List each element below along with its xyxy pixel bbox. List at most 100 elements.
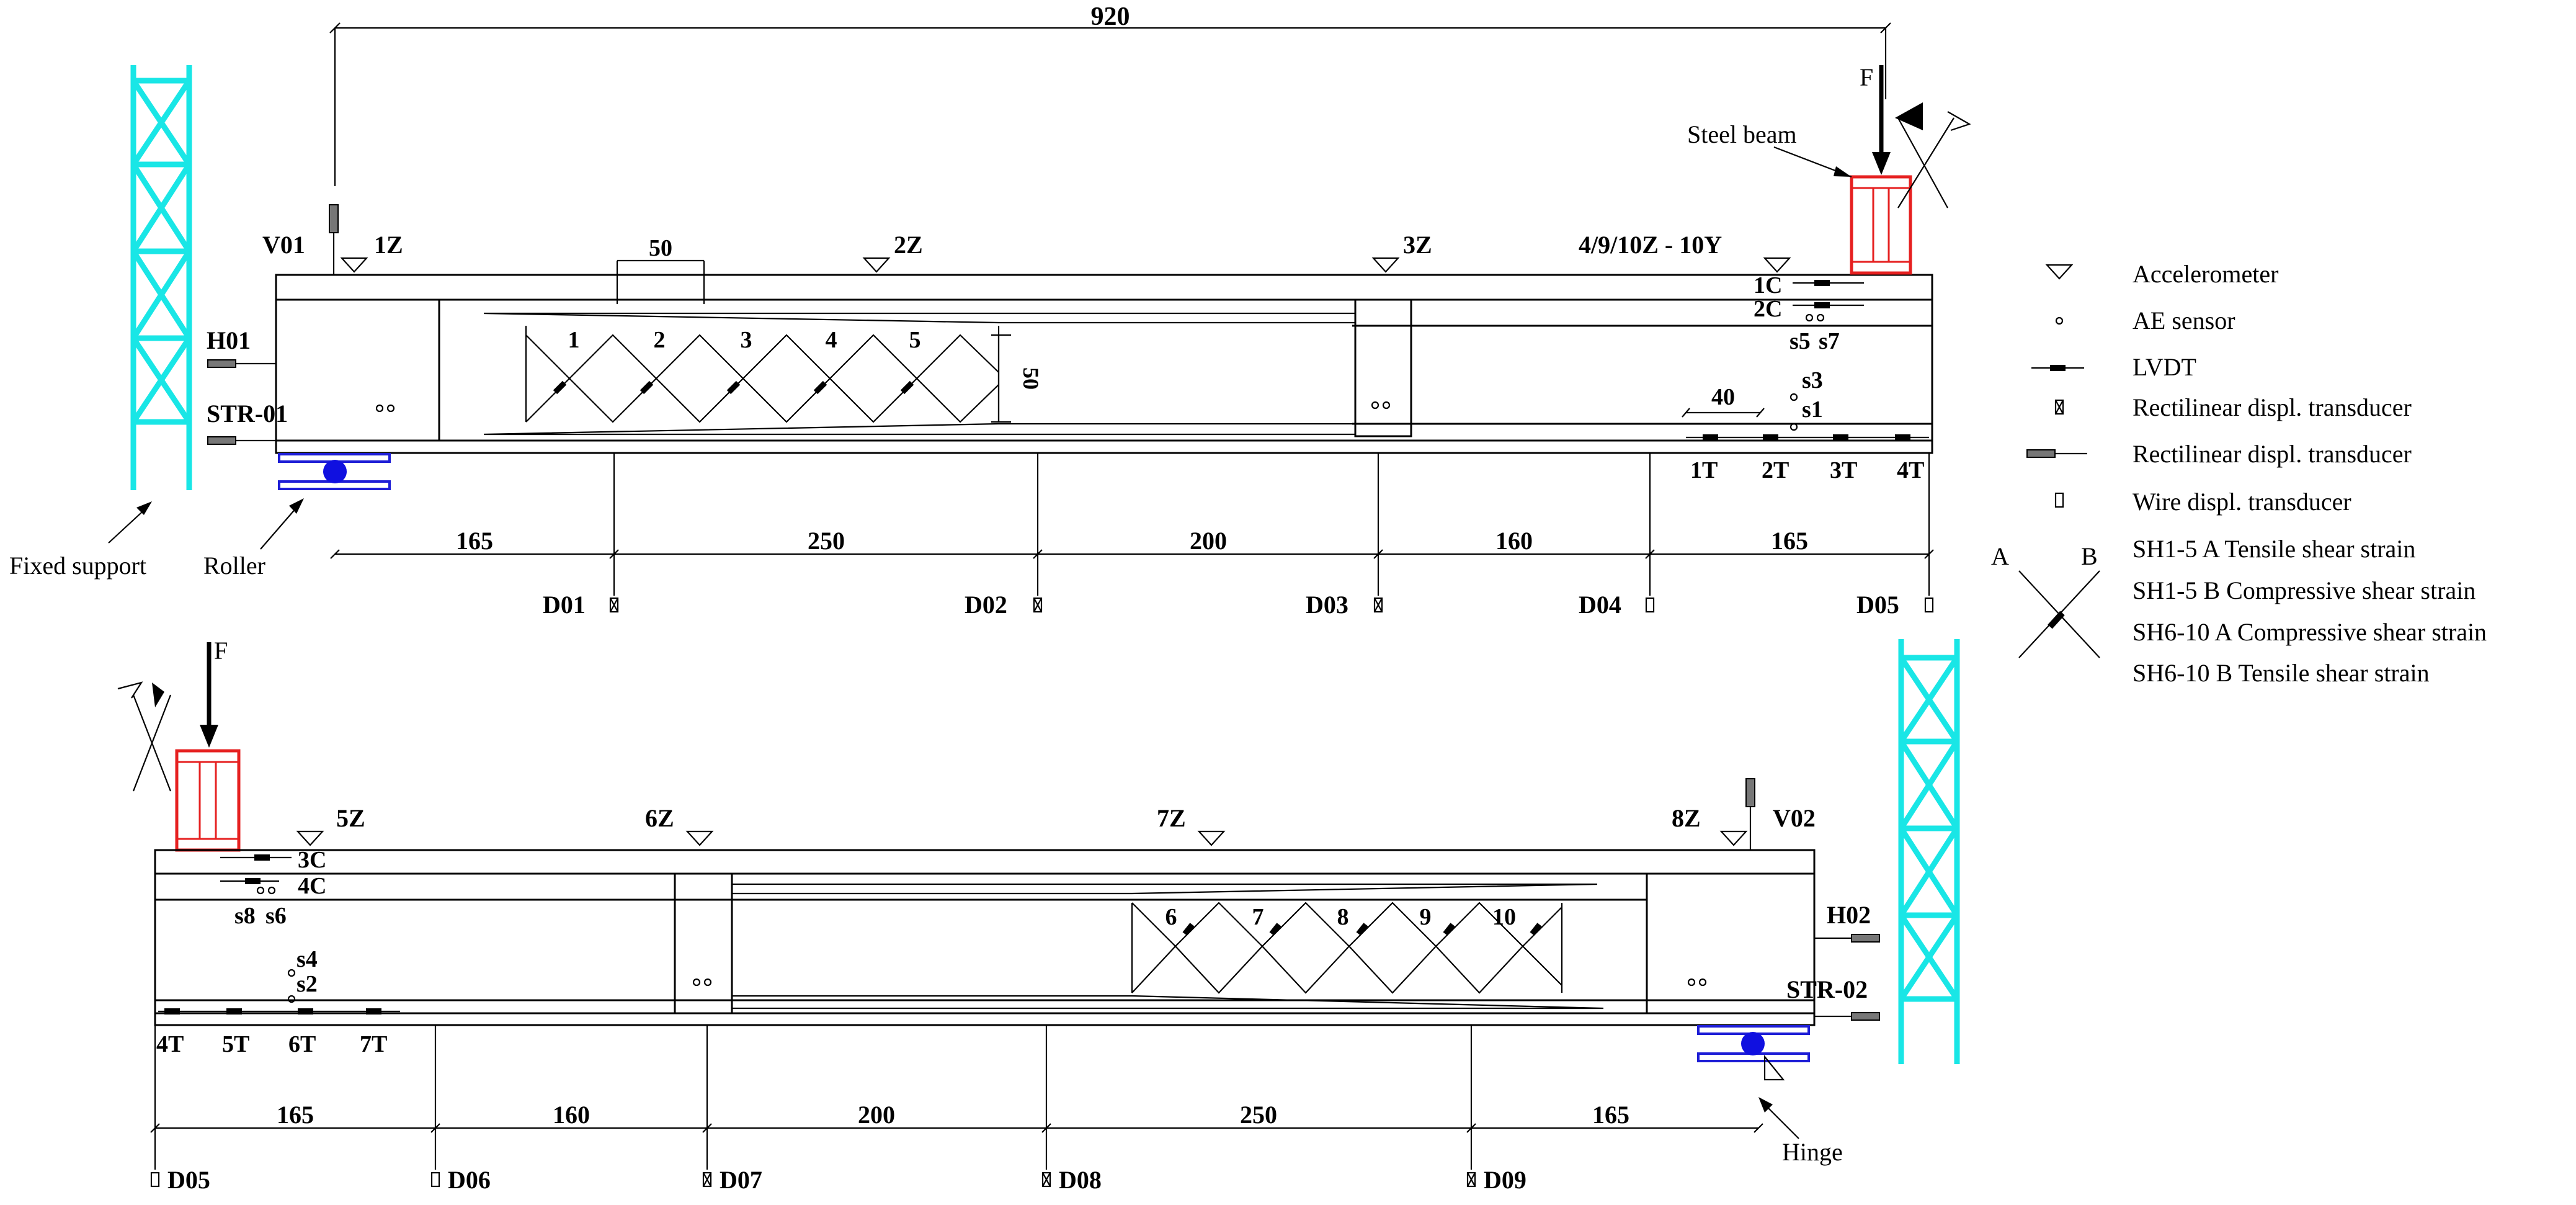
shear-gauge-9: 9 xyxy=(1420,904,1432,930)
legend-sh1-5b: SH1-5 B Compressive shear strain xyxy=(2133,576,2476,604)
bottom-accelerometers: 5Z 6Z 7Z 8Z xyxy=(296,804,1748,846)
svg-text:5T: 5T xyxy=(222,1031,249,1057)
acc-4z: 4/9/10Z - 10Y xyxy=(1579,231,1722,259)
shear-gauge-7: 7 xyxy=(1252,904,1264,930)
shear-gauge-8: 8 xyxy=(1337,904,1349,930)
d05-label-top: D05 xyxy=(1856,591,1899,619)
support-labels: Fixed support Roller xyxy=(9,498,304,580)
svg-text:160: 160 xyxy=(553,1101,590,1129)
acc-8z: 8Z xyxy=(1672,804,1701,832)
ae-s8: s8 xyxy=(234,903,256,929)
legend-sh1-5a: SH1-5 A Tensile shear strain xyxy=(2133,535,2415,563)
shear-gauge-3: 3 xyxy=(741,327,752,353)
bottom-elevation: F 6 7 8 9 10 xyxy=(117,637,1960,1194)
legend-sh6-10b: SH6-10 B Tensile shear strain xyxy=(2133,659,2430,687)
legend-ae-sensor: AE sensor xyxy=(2133,307,2235,334)
svg-text:250: 250 xyxy=(808,527,845,555)
shear-gauge-1: 1 xyxy=(568,327,580,353)
ae-s6: s6 xyxy=(265,903,287,929)
svg-text:4T: 4T xyxy=(1897,457,1924,483)
steel-beam-loading: F Steel beam xyxy=(1687,63,1971,275)
hinge-label: Hinge xyxy=(1782,1138,1843,1166)
str02-sensor: STR-02 xyxy=(1786,975,1880,1021)
svg-text:2C: 2C xyxy=(1754,296,1782,322)
lvdt-icon xyxy=(2031,365,2084,371)
steel-beam-label: Steel beam xyxy=(1687,120,1797,148)
svg-text:50: 50 xyxy=(649,235,672,261)
accelerometer-icon xyxy=(2045,264,2074,280)
acc-1z: 1Z xyxy=(374,231,403,259)
svg-text:2T: 2T xyxy=(1762,457,1789,483)
ae-s5: s5 xyxy=(1789,328,1811,354)
svg-text:V02: V02 xyxy=(1773,804,1816,832)
svg-text:165: 165 xyxy=(1771,527,1808,555)
load-f-top: F xyxy=(1860,63,1873,91)
rectilinear-transducer-icon xyxy=(2054,399,2064,415)
svg-text:40: 40 xyxy=(1711,384,1735,410)
svg-text:165: 165 xyxy=(1592,1101,1629,1129)
d09-label: D09 xyxy=(1484,1166,1526,1194)
legend-lvdt: LVDT xyxy=(2133,353,2196,381)
svg-text:H02: H02 xyxy=(1827,901,1871,929)
svg-text:3T: 3T xyxy=(1830,457,1857,483)
v02-sensor: V02 xyxy=(1745,778,1816,850)
ae-s4: s4 xyxy=(296,946,318,972)
svg-text:STR-01: STR-01 xyxy=(207,400,288,428)
load-f-bottom: F xyxy=(214,637,228,665)
top-span-dims: 165 250 200 160 165 xyxy=(330,453,1934,596)
shear-strain-icon: A B xyxy=(1991,542,2100,658)
svg-text:7T: 7T xyxy=(360,1031,387,1057)
svg-text:4T: 4T xyxy=(156,1031,184,1057)
d03-label: D03 xyxy=(1306,591,1348,619)
legend-rectilinear-2: Rectilinear displ. transducer xyxy=(2133,440,2412,468)
bottom-span-dims: 165 160 200 250 165 xyxy=(150,1025,1763,1170)
d02-label: D02 xyxy=(965,591,1007,619)
svg-text:1C: 1C xyxy=(1754,272,1782,298)
svg-text:STR-02: STR-02 xyxy=(1786,975,1868,1003)
h02-sensor: H02 xyxy=(1814,901,1880,943)
legend: Accelerometer AE sensor LVDT Rectilinear… xyxy=(1991,260,2487,687)
top-transducers: D01 D02 D03 D04 D05 xyxy=(543,591,1934,619)
legend-accelerometer: Accelerometer xyxy=(2133,260,2278,288)
svg-text:1T: 1T xyxy=(1690,457,1718,483)
svg-text:165: 165 xyxy=(277,1101,314,1129)
overall-dim-label: 920 xyxy=(1091,2,1130,31)
overall-dimension: 920 xyxy=(329,2,1891,186)
shear-gauges-1-5: 1 2 3 4 5 50 xyxy=(525,327,1043,423)
legend-rectilinear-1: Rectilinear displ. transducer xyxy=(2133,393,2412,421)
shear-gauges-6-10: 6 7 8 9 10 xyxy=(1131,902,1562,994)
svg-text:3C: 3C xyxy=(298,847,326,873)
svg-text:B: B xyxy=(2081,542,2098,570)
legend-sh6-10a: SH6-10 A Compressive shear strain xyxy=(2133,618,2487,646)
top-beam xyxy=(275,274,1933,454)
svg-text:4C: 4C xyxy=(298,873,326,899)
v01-label: V01 xyxy=(262,231,305,259)
wire-transducer-icon xyxy=(2054,492,2064,508)
svg-text:6T: 6T xyxy=(288,1031,316,1057)
ae-sensor-icon xyxy=(2055,316,2064,325)
acc-3z: 3Z xyxy=(1403,231,1432,259)
ae-s7: s7 xyxy=(1819,328,1840,354)
svg-text:250: 250 xyxy=(1240,1101,1277,1129)
panel-height-dim: 50 xyxy=(1018,367,1043,390)
roller-label: Roller xyxy=(203,552,265,580)
top-accelerometers: 1Z 2Z 3Z 4/9/10Z - 10Y xyxy=(340,231,1791,273)
svg-text:A: A xyxy=(1991,542,2009,570)
ae-s2: s2 xyxy=(296,971,318,997)
d06-label: D06 xyxy=(448,1166,491,1194)
shear-gauge-5: 5 xyxy=(909,327,921,353)
h01-sensor: H01 xyxy=(207,326,276,368)
svg-text:160: 160 xyxy=(1495,527,1533,555)
svg-text:H01: H01 xyxy=(207,326,251,354)
acc-2z: 2Z xyxy=(894,231,923,259)
bottom-left-instruments: 3C 4C s8 s6 s4 s2 4T 5T 6T 7T xyxy=(156,847,400,1057)
hinge-support xyxy=(1697,1025,1810,1081)
d05-label-bottom: D05 xyxy=(167,1166,210,1194)
acc-6z: 6Z xyxy=(645,804,674,832)
rectilinear-transducer-rod-icon xyxy=(2026,449,2087,458)
ae-s1: s1 xyxy=(1802,396,1823,423)
svg-text:200: 200 xyxy=(858,1101,895,1129)
d08-label: D08 xyxy=(1059,1166,1102,1194)
steel-beam-loading-bottom: F xyxy=(117,637,241,852)
